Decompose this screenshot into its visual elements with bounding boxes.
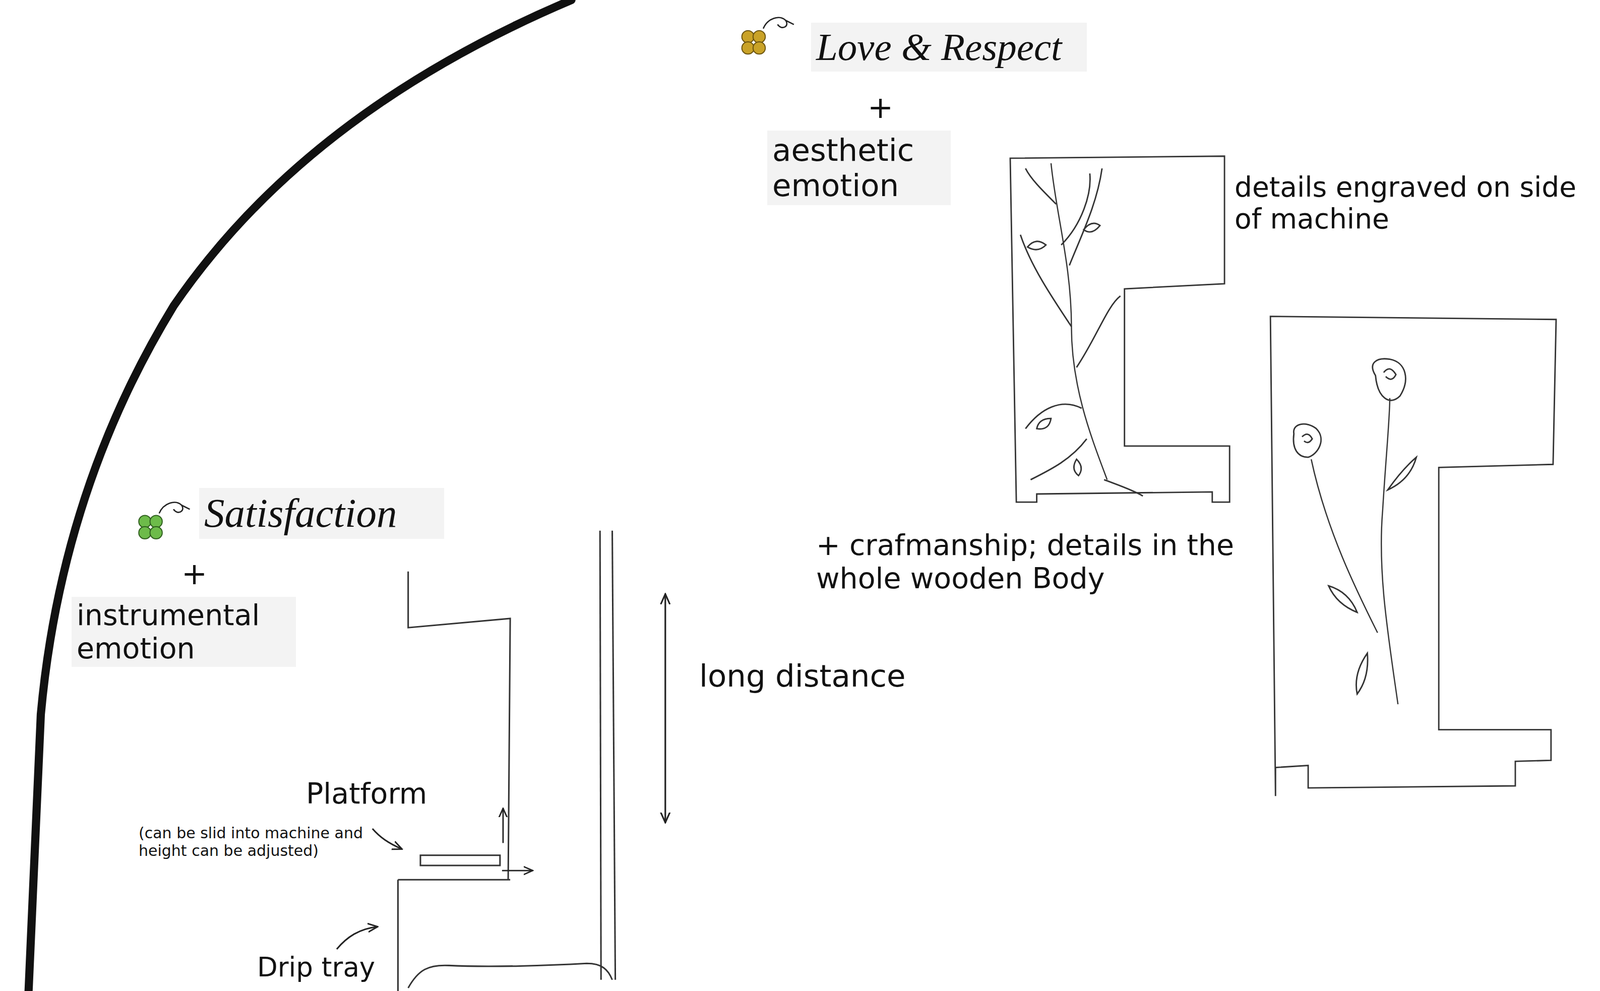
emotion-heading: Satisfaction (199, 487, 445, 539)
emotion-type: aesthetic emotion (767, 130, 951, 206)
leader-line (372, 828, 403, 849)
emotion-heading: Love & Respect (811, 22, 1087, 72)
flower-icon (742, 17, 794, 55)
design-note: details engraved on side of machine (1234, 171, 1580, 236)
plus-sign: + (181, 556, 214, 592)
dimension-note: long distance (699, 658, 955, 694)
part-note: (can be slid into machine and height can… (138, 824, 380, 860)
design-note: + crafmanship; details in the whole wood… (816, 528, 1276, 595)
leader-line (336, 926, 378, 950)
machine-side-view (397, 530, 615, 991)
distance-arrow (664, 593, 666, 823)
part-name: Drip tray (257, 952, 411, 983)
part-name: Platform (305, 777, 460, 811)
slide-arrow (502, 870, 533, 872)
engraving-panel (1270, 316, 1557, 797)
emotion-type: instrumental emotion (71, 596, 296, 667)
engraving-panel (1010, 156, 1230, 503)
plus-sign: + (867, 89, 900, 126)
adjust-arrow (502, 808, 505, 844)
boundary-curve (28, 0, 572, 991)
flower-icon (138, 502, 190, 540)
